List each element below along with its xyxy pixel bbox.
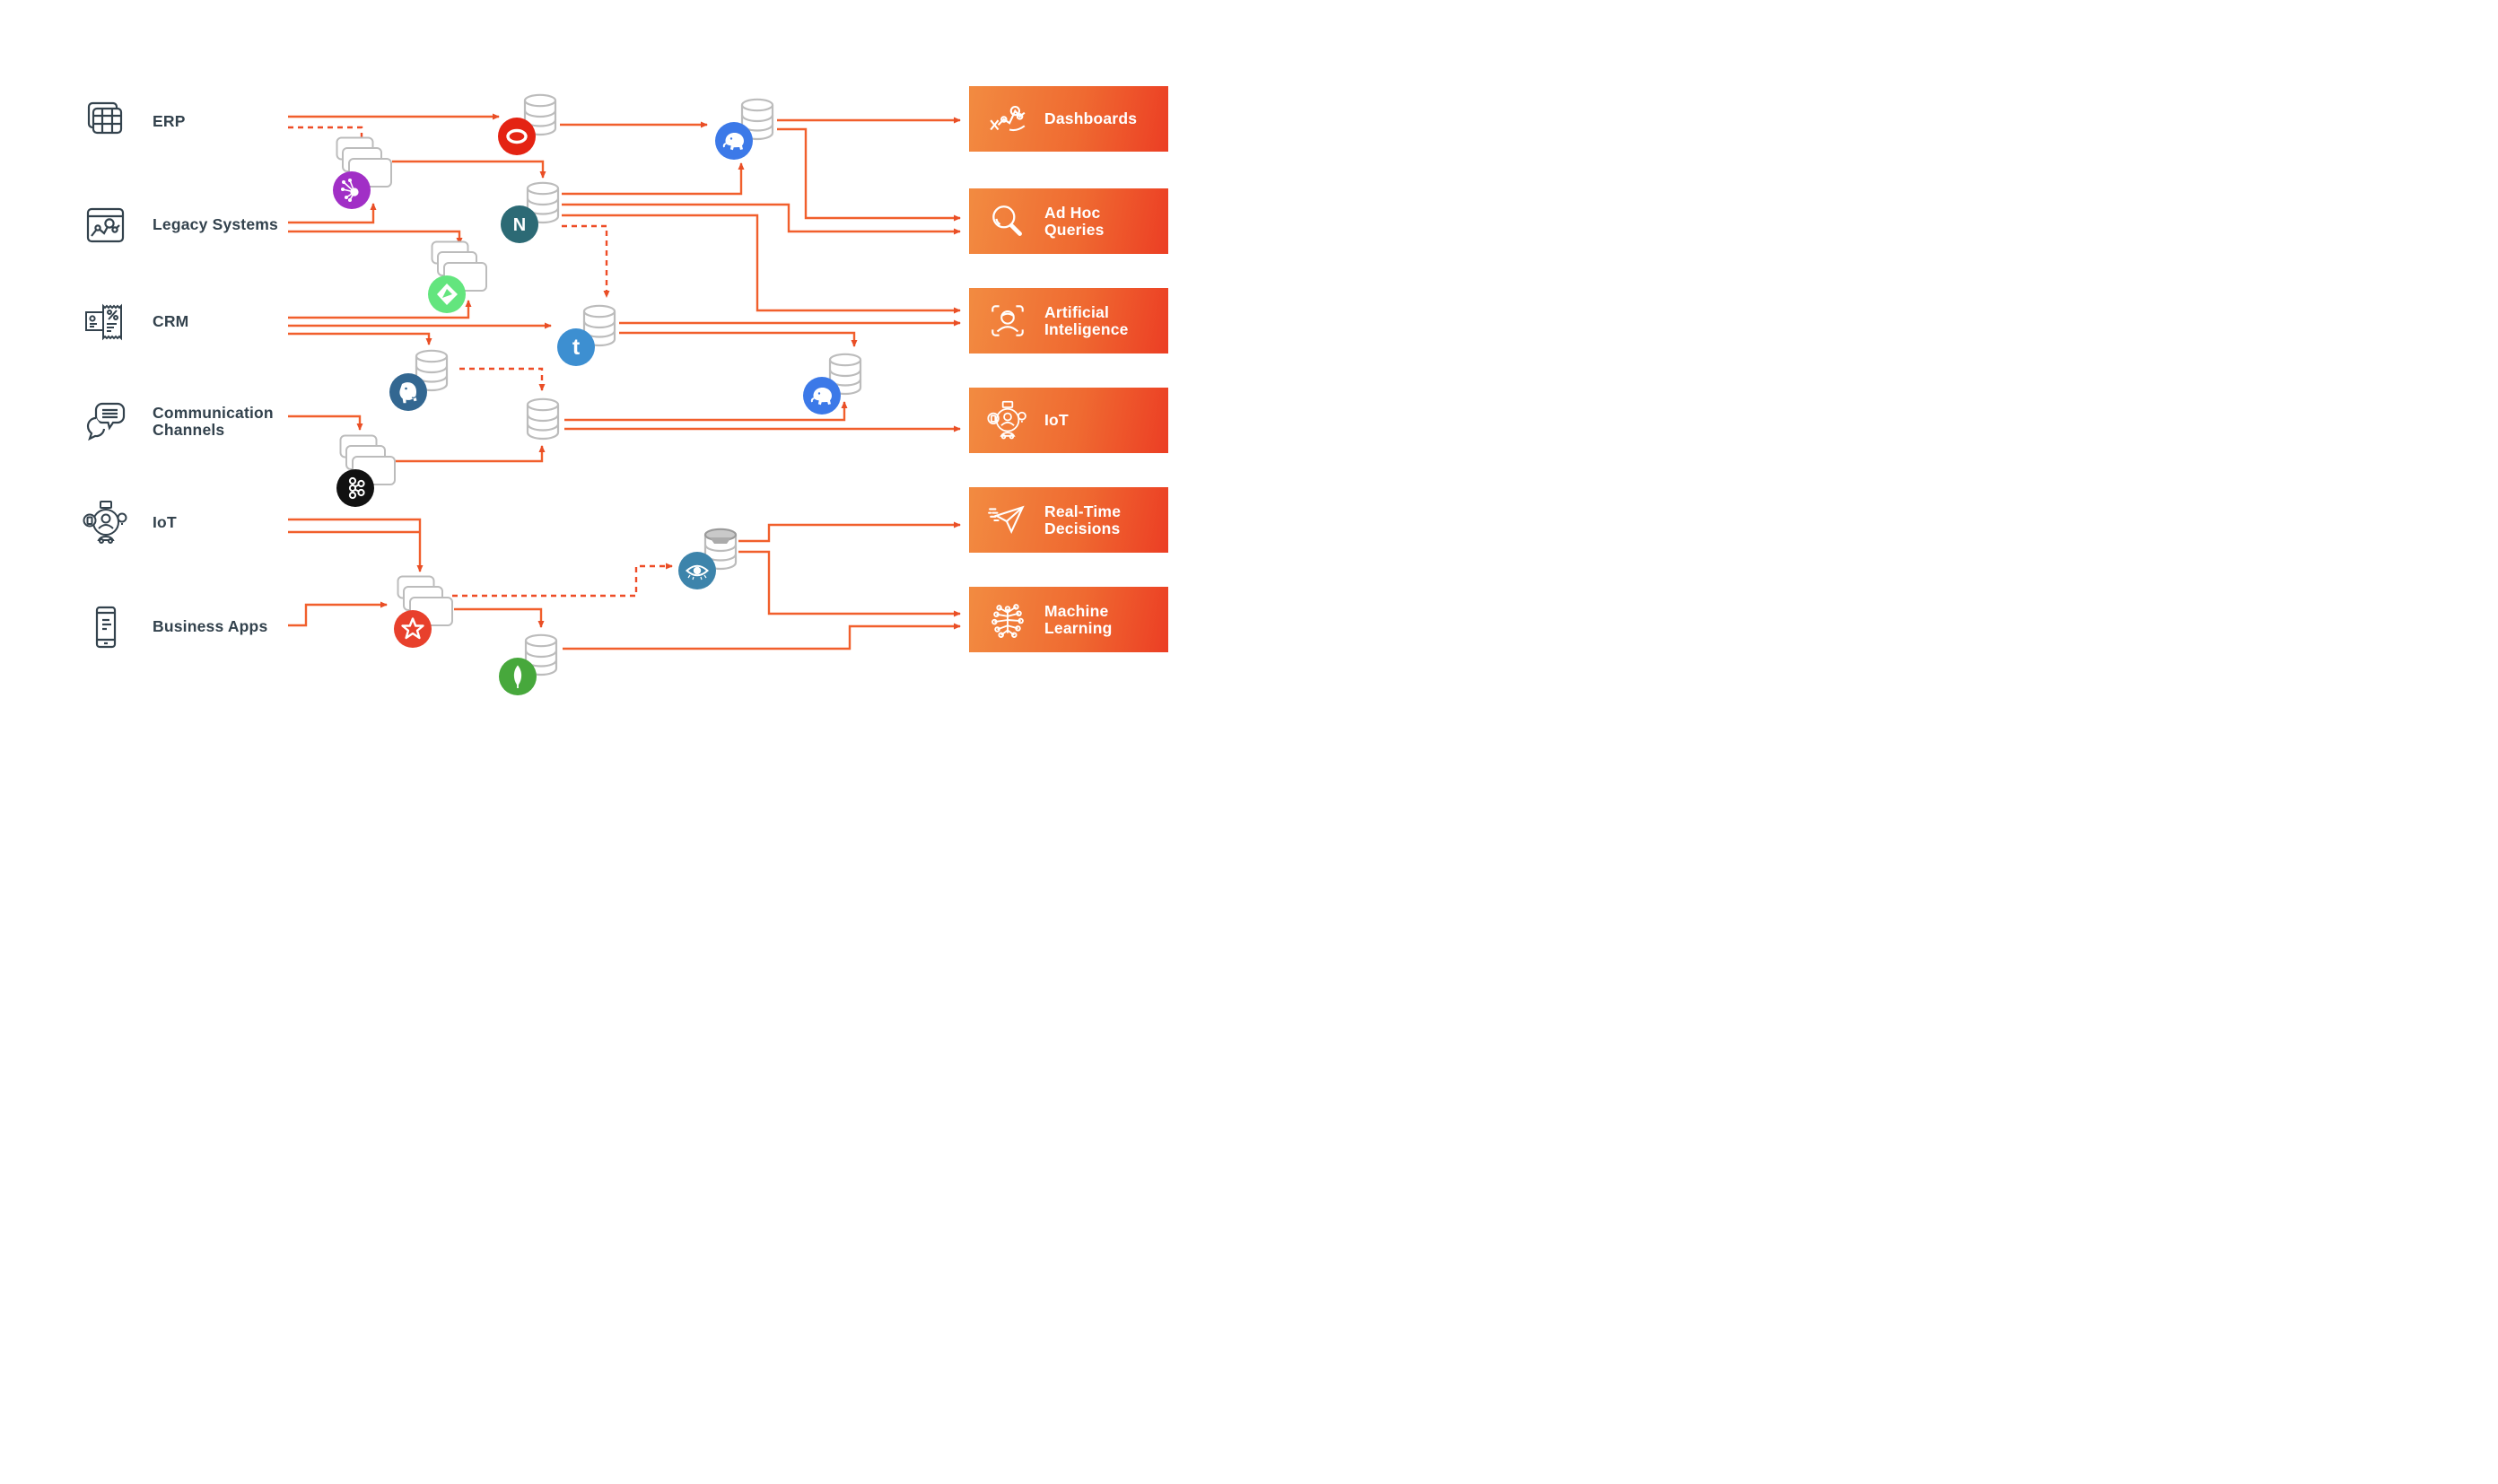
edge-erp-to-nifi-stack xyxy=(288,126,365,145)
panel-ad-hoc-queries: Ad Hoc Queries xyxy=(969,188,1168,254)
card-stack xyxy=(431,240,487,292)
source-label: Legacy Systems xyxy=(153,215,278,234)
edge-neo4j-db-to-ad-hoc-queries xyxy=(562,203,961,235)
paper-plane-icon xyxy=(987,500,1028,541)
panel-artificial-inteligence: Artificial Inteligence xyxy=(969,288,1168,354)
panel-label: IoT xyxy=(1044,411,1069,430)
panel-dashboards: Dashboards xyxy=(969,86,1168,152)
database-cylinder xyxy=(523,93,557,136)
leaf-icon xyxy=(499,658,537,695)
edge-legacy-systems-to-leanxcale-stack xyxy=(288,230,463,245)
source-communication-channels: Communication Channels xyxy=(83,398,296,445)
source-iot: IoT xyxy=(83,500,296,546)
edge-postgres-db-to-datamart-db xyxy=(459,367,546,391)
spreadsheet-stack-icon xyxy=(83,99,129,145)
postgres-elephant-icon xyxy=(389,373,427,411)
edge-kafka-stack-to-datamart-db xyxy=(395,445,546,463)
panel-machine-learning: Machine Learning xyxy=(969,587,1168,652)
edge-talend-db-to-elephant-db-right xyxy=(619,331,858,347)
edge-datamart-db-to-elephant-db-right xyxy=(564,401,848,422)
edge-star-stack-to-eye-db xyxy=(452,563,673,598)
source-crm: CRM xyxy=(83,299,296,345)
star-icon xyxy=(394,610,432,648)
edge-neo4j-db-to-elephant-db-top xyxy=(562,162,745,196)
panel-real-time-decisions: Real-Time Decisions xyxy=(969,487,1168,553)
edge-communication-channels-to-kafka-stack xyxy=(288,415,363,431)
line-chart-icon xyxy=(987,99,1028,140)
edge-neo4j-db-to-artificial-inteligence xyxy=(562,214,961,314)
database-cylinder xyxy=(740,98,774,141)
panel-label: Real-Time Decisions xyxy=(1044,502,1122,537)
folded-diamond-icon xyxy=(428,275,466,313)
edge-crm-to-postgres-db xyxy=(288,332,432,345)
panel-label: Dashboards xyxy=(1044,109,1138,128)
kafka-icon xyxy=(336,469,374,507)
chart-window-icon xyxy=(83,202,129,249)
smartphone-icon xyxy=(83,604,129,650)
edge-nifi-stack-to-neo4j-db xyxy=(392,160,546,179)
letter-t-icon: t xyxy=(557,328,595,366)
source-label: CRM xyxy=(153,312,189,331)
receipt-icon xyxy=(83,299,129,345)
elephant-icon xyxy=(803,377,841,415)
eye-icon xyxy=(678,552,716,589)
svg-text:t: t xyxy=(572,335,581,360)
svg-text:N: N xyxy=(513,215,526,235)
data-architecture-diagram: ERP Legacy Systems CRM xyxy=(0,0,1249,742)
face-scan-icon xyxy=(987,301,1028,342)
panel-label: Machine Learning xyxy=(1044,601,1113,637)
source-label: Business Apps xyxy=(153,617,268,636)
edge-business-apps-to-star-stack xyxy=(288,601,388,627)
source-business-apps: Business Apps xyxy=(83,604,296,650)
circuit-brain-icon xyxy=(987,599,1028,641)
edge-star-stack-to-mongo-db xyxy=(454,607,545,628)
edge-iot-to-star-stack xyxy=(288,518,424,572)
edge-crm-to-leanxcale-stack xyxy=(288,300,472,319)
iot-network-icon xyxy=(987,400,1028,441)
source-legacy-systems: Legacy Systems xyxy=(83,202,296,249)
panel-label: Artificial Inteligence xyxy=(1044,302,1129,338)
source-label: ERP xyxy=(153,112,186,131)
oracle-o-icon xyxy=(498,118,536,155)
edge-eye-db-to-real-time-decisions xyxy=(738,521,961,543)
panel-iot: IoT xyxy=(969,388,1168,453)
database-cylinder xyxy=(526,397,560,441)
edge-elephant-db-top-to-ad-hoc-queries xyxy=(777,127,961,222)
elephant-icon xyxy=(715,122,753,160)
hub-spokes-icon xyxy=(333,171,371,209)
panel-label: Ad Hoc Queries xyxy=(1044,203,1105,239)
edge-neo4j-db-to-talend-db xyxy=(562,224,610,298)
source-erp: ERP xyxy=(83,99,296,145)
source-label: IoT xyxy=(153,513,177,532)
iot-network-icon xyxy=(83,500,129,546)
chat-bubbles-icon xyxy=(83,398,129,445)
letter-n-icon: N xyxy=(501,205,538,243)
edge-mongo-db-to-machine-learning xyxy=(563,623,961,650)
connections-layer xyxy=(288,113,961,650)
edge-legacy-systems-to-nifi-stack xyxy=(288,203,377,224)
edge-eye-db-to-machine-learning xyxy=(738,550,961,617)
source-label: Communication Channels xyxy=(153,403,274,439)
magnifier-icon xyxy=(987,201,1028,242)
